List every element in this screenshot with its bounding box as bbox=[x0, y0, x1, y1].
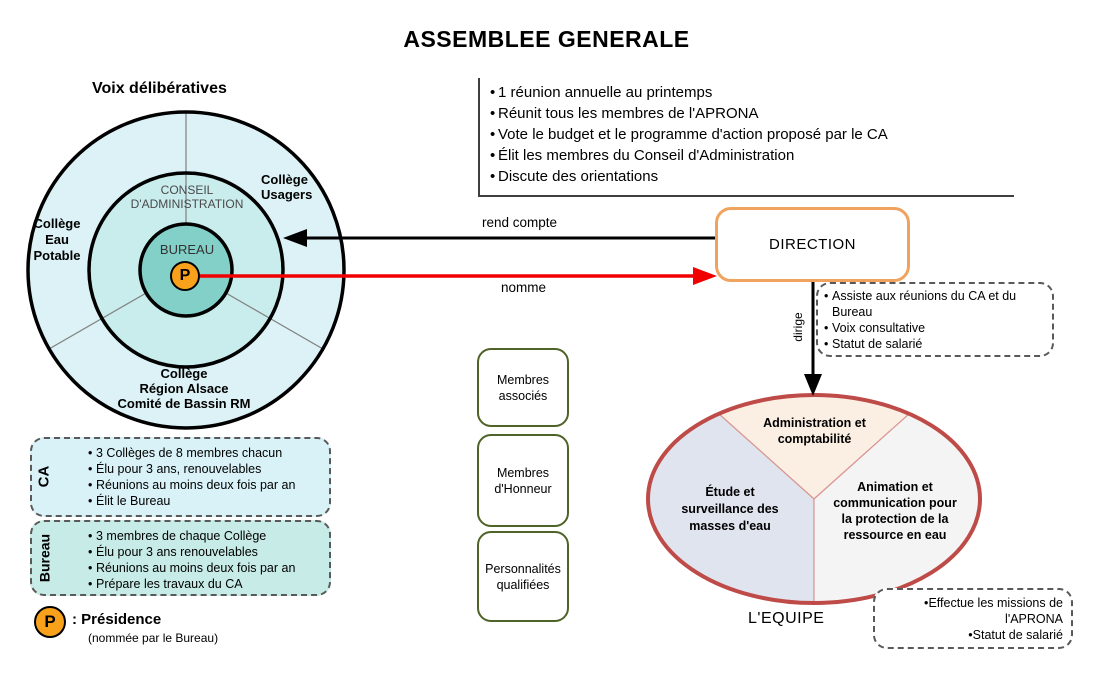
nomme-label: nomme bbox=[501, 280, 547, 295]
ca-items-list: 3 Collèges de 8 membres chacun Élu pour … bbox=[88, 445, 295, 509]
ca-item: Élu pour 3 ans, renouvelables bbox=[88, 461, 295, 477]
outer-circle-border bbox=[26, 110, 346, 430]
bureau-item: Élu pour 3 ans renouvelables bbox=[88, 544, 295, 560]
direction-note: Assiste aux réunions du CA et du Bureau bbox=[824, 288, 1048, 320]
personnalites-qualifiees-box: Personnalités qualifiées bbox=[477, 531, 569, 622]
assembly-note: 1 réunion annuelle au printemps bbox=[490, 82, 1014, 103]
ca-item: 3 Collèges de 8 membres chacun bbox=[88, 445, 295, 461]
assembly-notes-list: 1 réunion annuelle au printemps Réunit t… bbox=[480, 82, 1014, 187]
page-title: ASSEMBLEE GENERALE bbox=[403, 26, 690, 52]
sector-animation-label: Animation et communication pour la prote… bbox=[833, 480, 957, 542]
equipe-label: L'EQUIPE bbox=[748, 610, 825, 627]
rend-compte-arrowhead bbox=[283, 229, 307, 247]
sector-administration-label: Administration et comptabilité bbox=[763, 416, 866, 446]
nomme-arrowhead bbox=[693, 267, 717, 285]
bureau-items-list: 3 membres de chaque Collège Élu pour 3 a… bbox=[88, 528, 295, 592]
direction-note: Statut de salarié bbox=[824, 336, 1048, 352]
voix-deliberatives-heading: Voix délibératives bbox=[92, 80, 227, 97]
bureau-label: BUREAU bbox=[159, 242, 215, 257]
bureau-vertical-label: Bureau bbox=[36, 533, 53, 583]
assembly-note: Élit les membres du Conseil d'Administra… bbox=[490, 145, 1014, 166]
bureau-item: Réunions au moins deux fois par an bbox=[88, 560, 295, 576]
direction-notes-list: Assiste aux réunions du CA et du Bureau … bbox=[824, 288, 1048, 352]
assembly-note: Vote le budget et le programme d'action … bbox=[490, 124, 1014, 145]
dirige-arrowhead bbox=[804, 374, 822, 396]
direction-box: DIRECTION bbox=[715, 207, 910, 282]
legend-presidence-sublabel: (nommée par le Bureau) bbox=[88, 631, 219, 645]
ca-item: Réunions au moins deux fois par an bbox=[88, 477, 295, 493]
legend-presidence-label: : Présidence bbox=[72, 611, 162, 628]
team-notes-box: Effectue les missions de l'APRONA Statut… bbox=[873, 588, 1073, 649]
assembly-note: Discute des orientations bbox=[490, 166, 1014, 187]
direction-note: Voix consultative bbox=[824, 320, 1048, 336]
college-usagers-label: Collège Usagers bbox=[261, 172, 313, 202]
college-eau-potable-label: Collège Eau Potable bbox=[33, 216, 81, 263]
bureau-box: 3 membres de chaque Collège Élu pour 3 a… bbox=[30, 520, 331, 596]
bureau-item: Prépare les travaux du CA bbox=[88, 576, 295, 592]
conseil-circle-border bbox=[87, 171, 285, 369]
rend-compte-label: rend compte bbox=[482, 215, 558, 230]
legend-president-badge: P bbox=[34, 606, 66, 638]
college-region-alsace-label: Collège Région Alsace Comité de Bassin R… bbox=[117, 366, 251, 411]
team-notes-list: Effectue les missions de l'APRONA Statut… bbox=[879, 595, 1063, 643]
direction-notes-box: Assiste aux réunions du CA et du Bureau … bbox=[816, 282, 1054, 357]
assembly-notes-block: 1 réunion annuelle au printemps Réunit t… bbox=[478, 78, 1014, 197]
ca-item: Élit le Bureau bbox=[88, 493, 295, 509]
bureau-item: 3 membres de chaque Collège bbox=[88, 528, 295, 544]
sector-etude-label: Étude et surveillance des masses d'eau bbox=[681, 485, 779, 533]
president-badge: P bbox=[170, 261, 200, 291]
team-note: Effectue les missions de l'APRONA bbox=[879, 595, 1063, 627]
dirige-label: dirige bbox=[791, 312, 805, 342]
team-note: Statut de salarié bbox=[879, 627, 1063, 643]
membres-associes-box: Membres associés bbox=[477, 348, 569, 427]
membres-honneur-box: Membres d'Honneur bbox=[477, 434, 569, 527]
ca-vertical-label: CA bbox=[35, 465, 53, 488]
conseil-administration-label: CONSEIL D'ADMINISTRATION bbox=[130, 183, 244, 211]
team-ellipse-border bbox=[646, 393, 982, 605]
assembly-note: Réunit tous les membres de l'APRONA bbox=[490, 103, 1014, 124]
ca-box: 3 Collèges de 8 membres chacun Élu pour … bbox=[30, 437, 331, 517]
